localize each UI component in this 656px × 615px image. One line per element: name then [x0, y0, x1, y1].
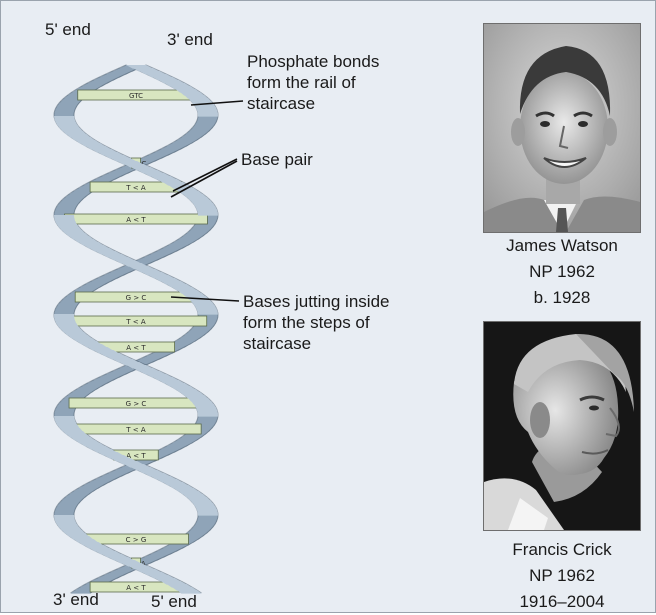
base-pair-rung: T < A [65, 316, 206, 326]
base-pair-rung: A < T [65, 214, 208, 224]
base-pair-rung: G > C [69, 398, 203, 408]
base-pair-rung: C > G [84, 534, 189, 544]
label-3-end-top: 3' end [167, 29, 213, 50]
annotation-bases-steps: Bases jutting inside form the steps of s… [243, 291, 389, 354]
base-pair-pointer-line-1 [173, 159, 237, 191]
label-5-end-top: 5' end [45, 19, 91, 40]
base-pair-label: T < A [125, 426, 146, 434]
strand-b-ribbon-segment [198, 212, 218, 216]
base-pair-label: A < T [126, 216, 146, 224]
crick-prize: NP 1962 [479, 563, 645, 589]
base-pair-rung: T < A [71, 424, 201, 434]
base-pair-label: G > C [126, 294, 147, 302]
watson-caption: James Watson NP 1962 b. 1928 [479, 233, 645, 311]
strand-a-ribbon-segment [198, 512, 218, 516]
base-pair-label: T < A [125, 318, 146, 326]
base-pair-label: A < T [126, 344, 146, 352]
strand-a-ribbon-segment [198, 113, 218, 117]
base-pair-label: G > C [126, 400, 147, 408]
strand-b-ribbon-segment [198, 413, 218, 417]
watson-lifespan: b. 1928 [479, 285, 645, 311]
base-pair-label: T < A [125, 184, 146, 192]
crick-name: Francis Crick [479, 537, 645, 563]
crick-lifespan: 1916–2004 [479, 589, 645, 615]
strand-a-ribbon-segment [197, 311, 218, 315]
base-pair-pointer-line-2 [171, 161, 237, 197]
watson-prize: NP 1962 [479, 259, 645, 285]
label-3-end-bottom: 3' end [53, 589, 99, 610]
base-pair-label: A < T [126, 584, 146, 592]
base-pair-label: GTC [129, 92, 143, 100]
label-5-end-bottom: 5' end [151, 591, 197, 612]
watson-photo [483, 23, 641, 233]
crick-photo [483, 321, 641, 531]
annotation-phosphate-bonds: Phosphate bonds form the rail of stairca… [247, 51, 379, 114]
dna-double-helix: GTCG > CT < AA < TG > CT < AA < TG > CT … [1, 1, 471, 612]
base-pair-rung: GTC [78, 90, 194, 100]
watson-name: James Watson [479, 233, 645, 259]
base-pair-label: C > G [126, 536, 147, 544]
crick-caption: Francis Crick NP 1962 1916–2004 [479, 537, 645, 615]
annotation-base-pair: Base pair [241, 149, 313, 170]
